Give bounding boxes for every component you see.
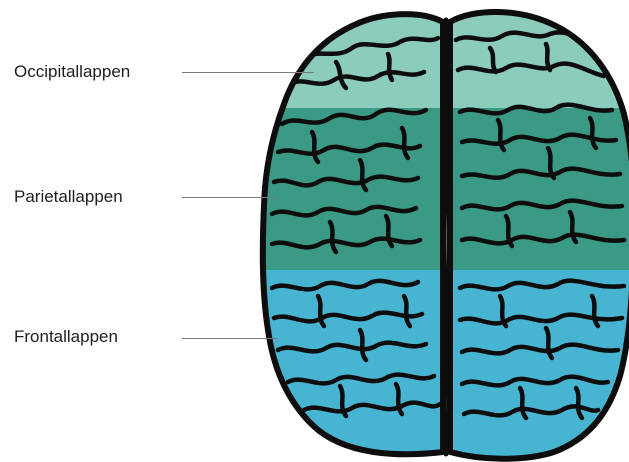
occipital-leader-line: [182, 72, 314, 73]
left-hemisphere: [250, 0, 450, 462]
longitudinal-fissure: [444, 20, 446, 454]
frontal-lobe-label: Frontallappen: [14, 327, 118, 347]
occipital-lobe-label: Occipitallappen: [14, 62, 130, 82]
parietal-leader-line: [182, 197, 276, 198]
parietal-lobe-label: Parietallappen: [14, 187, 123, 207]
frontal-leader-line: [182, 338, 278, 339]
